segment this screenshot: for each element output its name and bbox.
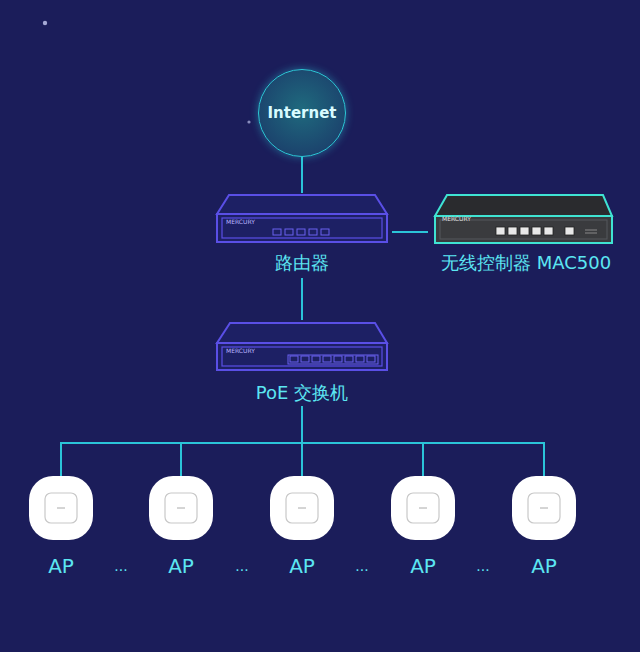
ellipsis: ...	[476, 558, 489, 574]
internet-cloud: Internet	[258, 69, 346, 157]
ellipsis: ...	[355, 558, 368, 574]
star	[43, 21, 47, 25]
access-point: AP	[148, 476, 214, 578]
network-link	[181, 406, 302, 476]
switch-device	[217, 323, 387, 370]
ellipsis: ...	[114, 558, 127, 574]
access-point: AP	[28, 476, 94, 578]
ellipsis: ...	[235, 558, 248, 574]
ap-device	[29, 476, 93, 540]
node-label: PoE 交换机	[212, 382, 392, 404]
brand-logo: MERCURY	[442, 215, 471, 223]
node-label: AP	[148, 554, 214, 578]
node-label: AP	[390, 554, 456, 578]
access-point: AP	[511, 476, 577, 578]
ap-device	[512, 476, 576, 540]
controller-node: 无线控制器 MAC500	[428, 193, 624, 278]
star	[247, 120, 250, 123]
brand-logo: MERCURY	[226, 347, 255, 355]
network-link	[61, 406, 302, 476]
router-node: 路由器	[212, 193, 392, 278]
node-label: Internet	[267, 104, 336, 122]
node-label: AP	[269, 554, 335, 578]
switch-node: PoE 交换机	[212, 320, 392, 406]
ap-device	[391, 476, 455, 540]
node-label: AP	[28, 554, 94, 578]
node-label: AP	[511, 554, 577, 578]
network-link	[392, 231, 428, 233]
node-label: 路由器	[212, 252, 392, 274]
node-label: 无线控制器 MAC500	[428, 252, 624, 274]
access-point: AP	[269, 476, 335, 578]
network-link	[302, 406, 544, 476]
access-point: AP	[390, 476, 456, 578]
ap-device	[149, 476, 213, 540]
network-link	[302, 406, 423, 476]
network-link	[301, 157, 303, 193]
brand-logo: MERCURY	[226, 218, 255, 226]
ap-device	[270, 476, 334, 540]
router-device	[217, 195, 387, 242]
controller-device	[435, 195, 612, 243]
network-link	[301, 278, 303, 320]
